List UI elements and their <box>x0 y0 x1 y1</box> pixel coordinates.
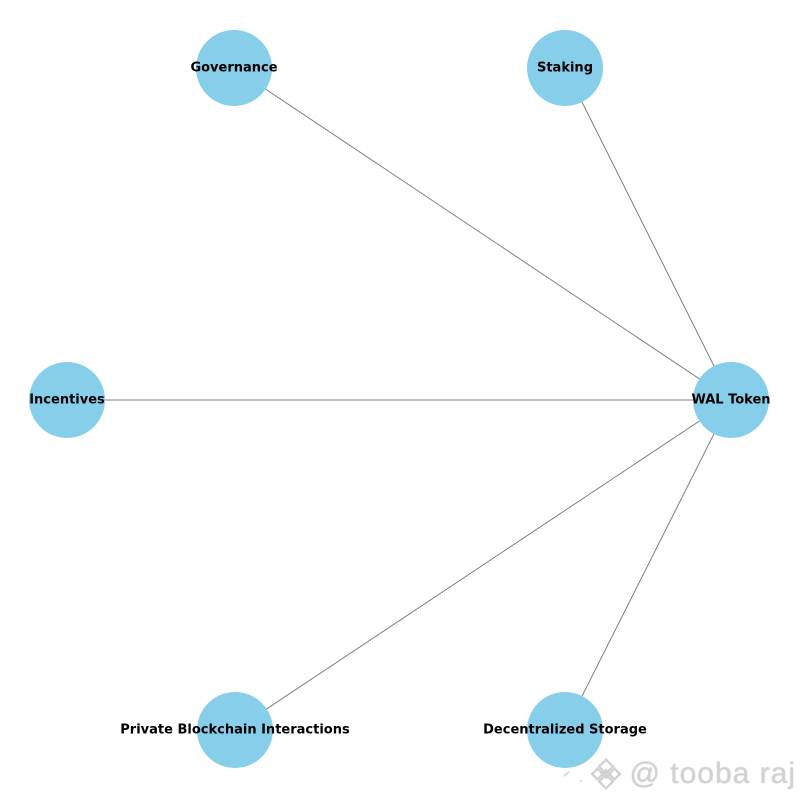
node-staking <box>527 30 603 106</box>
edge-private-blockchain-interactions-wal-token <box>234 399 732 731</box>
edge-governance-wal-token <box>233 67 732 401</box>
edge-decentralized-storage-wal-token <box>564 399 732 731</box>
node-governance <box>196 30 272 106</box>
node-wal-token <box>693 362 769 438</box>
node-private-blockchain-interactions <box>197 692 273 768</box>
node-label-incentives: Incentives <box>29 393 105 408</box>
node-label-wal-token: WAL Token <box>691 393 770 408</box>
node-incentives <box>29 362 105 438</box>
node-decentralized-storage <box>527 692 603 768</box>
edge-staking-wal-token <box>564 67 732 401</box>
node-label-governance: Governance <box>190 61 277 76</box>
node-label-staking: Staking <box>537 61 593 76</box>
node-label-private-blockchain-interactions: Private Blockchain Interactions <box>120 723 350 738</box>
node-label-decentralized-storage: Decentralized Storage <box>483 723 647 738</box>
